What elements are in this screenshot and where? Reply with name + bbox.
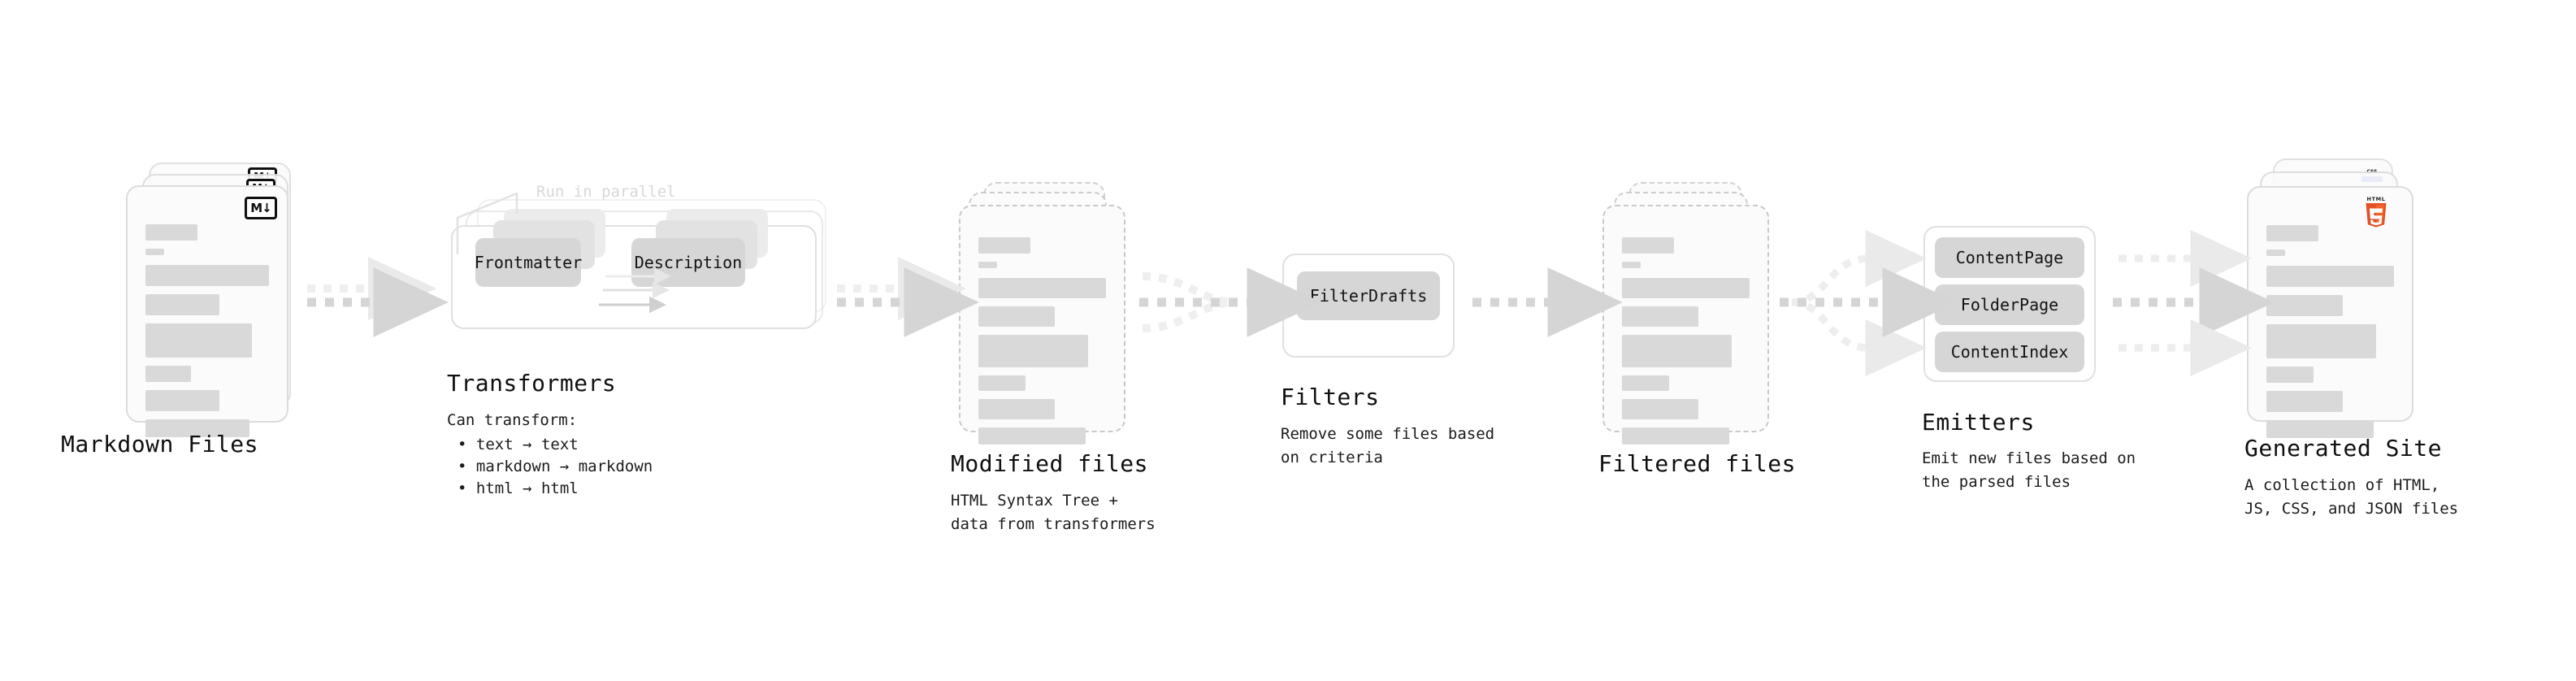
stage-transformers: Frontmatter Description Run in parallel … [447, 183, 833, 497]
generated-site-description: A collection of HTML, JS, CSS, and JSON … [2244, 476, 2459, 518]
stage-emitters: ContentPage FolderPage ContentIndex Emit… [1922, 226, 2136, 491]
card-front [959, 205, 1125, 445]
card-front [1602, 205, 1769, 445]
conn-modified-to-filters [1139, 267, 1322, 337]
stage-title-emitters: Emitters [1922, 409, 2035, 436]
conn-emitters-to-site [2113, 229, 2275, 377]
chip-folderpage[interactable]: FolderPage [1935, 284, 2084, 325]
stage-modified-files: Modified files HTML Syntax Tree + data f… [951, 182, 1156, 533]
conn-md-to-transformers [307, 257, 449, 337]
markdown-file-stack: M↓ M↓ M↓ [126, 163, 297, 437]
chip-contentpage[interactable]: ContentPage [1935, 237, 2084, 278]
stage-title-filtered-files: Filtered files [1598, 450, 1797, 477]
generated-site-stack: CSS HTML [2247, 158, 2422, 438]
emitters-group: ContentPage FolderPage ContentIndex [1923, 226, 2098, 388]
stage-title-generated-site: Generated Site [2244, 435, 2443, 462]
conn-filtered-to-emitters [1780, 229, 1958, 377]
stage-markdown-files: M↓ M↓ M↓ Markdown Files [61, 163, 297, 458]
modified-files-description: HTML Syntax Tree + data from transformer… [951, 492, 1156, 533]
document-content-bars [1622, 237, 1750, 453]
note-run-in-parallel: Run in parallel [536, 183, 676, 201]
chip-description[interactable]: Description [631, 238, 745, 287]
chip-frontmatter[interactable]: Frontmatter [475, 238, 582, 287]
filters-description: Remove some files based on criteria [1281, 425, 1495, 466]
document-content-bars [145, 224, 269, 445]
card-front: M↓ [126, 185, 288, 437]
html5-badge-icon: HTML [2362, 194, 2390, 228]
stage-filtered-files: Filtered files [1598, 182, 1796, 477]
chip-contentindex[interactable]: ContentIndex [1935, 332, 2084, 372]
stage-title-markdown-files: Markdown Files [61, 431, 259, 458]
transformers-bullet-0: • text → text [458, 436, 579, 453]
markdown-badge-icon: M↓ [245, 197, 277, 219]
stage-title-filters: Filters [1281, 384, 1380, 410]
chip-filterdrafts[interactable]: FilterDrafts [1297, 271, 1440, 320]
transformers-bullet-2: • html → html [458, 479, 579, 497]
transformers-group-stack: Frontmatter Description [451, 199, 833, 354]
stage-title-modified-files: Modified files [951, 450, 1149, 477]
card-front: HTML [2247, 186, 2413, 438]
stage-generated-site: CSS HTML [2244, 158, 2458, 518]
stage-title-transformers: Transformers [447, 370, 617, 397]
filtered-file-stack [1602, 182, 1777, 445]
modified-file-stack [959, 182, 1134, 445]
filters-group: FilterDrafts [1282, 254, 1457, 359]
transformers-description: Can transform: [447, 411, 578, 429]
document-content-bars [978, 237, 1106, 453]
stage-filters: FilterDrafts Filters Remove some files b… [1281, 254, 1494, 466]
transformers-bullet-1: • markdown → markdown [458, 458, 653, 475]
emitters-description: Emit new files based on the parsed files [1922, 449, 2136, 491]
svg-text:HTML: HTML [2367, 196, 2386, 202]
document-content-bars [2266, 225, 2394, 446]
conn-transformers-to-modified [837, 257, 979, 337]
